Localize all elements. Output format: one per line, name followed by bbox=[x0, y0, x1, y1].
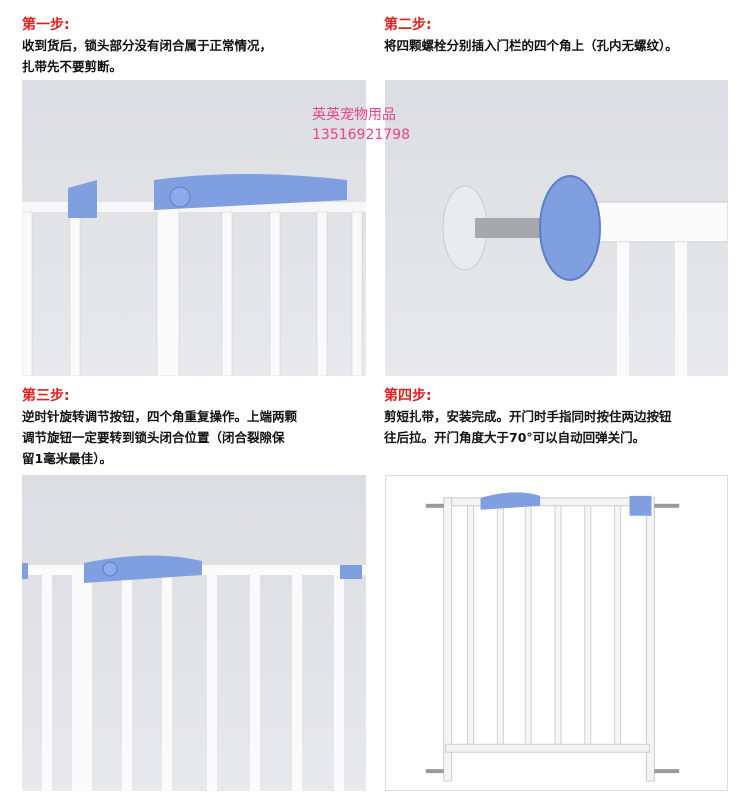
step-line: 调节旋钮一定要转到锁头闭合位置（闭合裂隙保 bbox=[22, 430, 285, 445]
step-line: 剪短扎带，安装完成。开门时手指同时按住两边按钮 bbox=[384, 409, 672, 424]
step-3-photo bbox=[22, 475, 366, 791]
step-line: 逆时针旋转调节按钮，四个角重复操作。上端两颗 bbox=[22, 409, 298, 424]
step-2-photo bbox=[385, 80, 728, 376]
step-1-photo bbox=[22, 80, 366, 376]
step-title: 第三步: bbox=[22, 388, 70, 404]
step-title: 第一步: bbox=[22, 17, 70, 33]
step-line: 收到货后，锁头部分没有闭合属于正常情况， bbox=[22, 38, 273, 53]
step-line: 留1毫米最佳）。 bbox=[22, 451, 112, 466]
step-title: 第四步: bbox=[384, 388, 432, 404]
watermark-shop: 英英宠物用品 bbox=[312, 107, 396, 123]
step-line: 扎带先不要剪断。 bbox=[22, 59, 123, 74]
watermark-phone: 13516921798 bbox=[312, 127, 410, 143]
step-line: 往后拉。开门角度大于70°可以自动回弹关门。 bbox=[384, 430, 646, 445]
step-3-text: 第三步: 逆时针旋转调节按钮，四个角重复操作。上端两颗 调节旋钮一定要转到锁头闭… bbox=[22, 386, 297, 469]
step-4-text: 第四步: 剪短扎带，安装完成。开门时手指同时按住两边按钮 往后拉。开门角度大于7… bbox=[384, 386, 672, 448]
step-2-text: 第二步: 将四颗螺栓分别插入门栏的四个角上（孔内无螺纹）。 bbox=[384, 15, 678, 56]
step-line: 将四颗螺栓分别插入门栏的四个角上（孔内无螺纹）。 bbox=[384, 38, 678, 53]
step-4-photo bbox=[385, 475, 728, 791]
step-title: 第二步: bbox=[384, 17, 432, 33]
watermark: 英英宠物用品 13516921798 bbox=[312, 105, 410, 145]
step-1-text: 第一步: 收到货后，锁头部分没有闭合属于正常情况， 扎带先不要剪断。 bbox=[22, 15, 272, 77]
